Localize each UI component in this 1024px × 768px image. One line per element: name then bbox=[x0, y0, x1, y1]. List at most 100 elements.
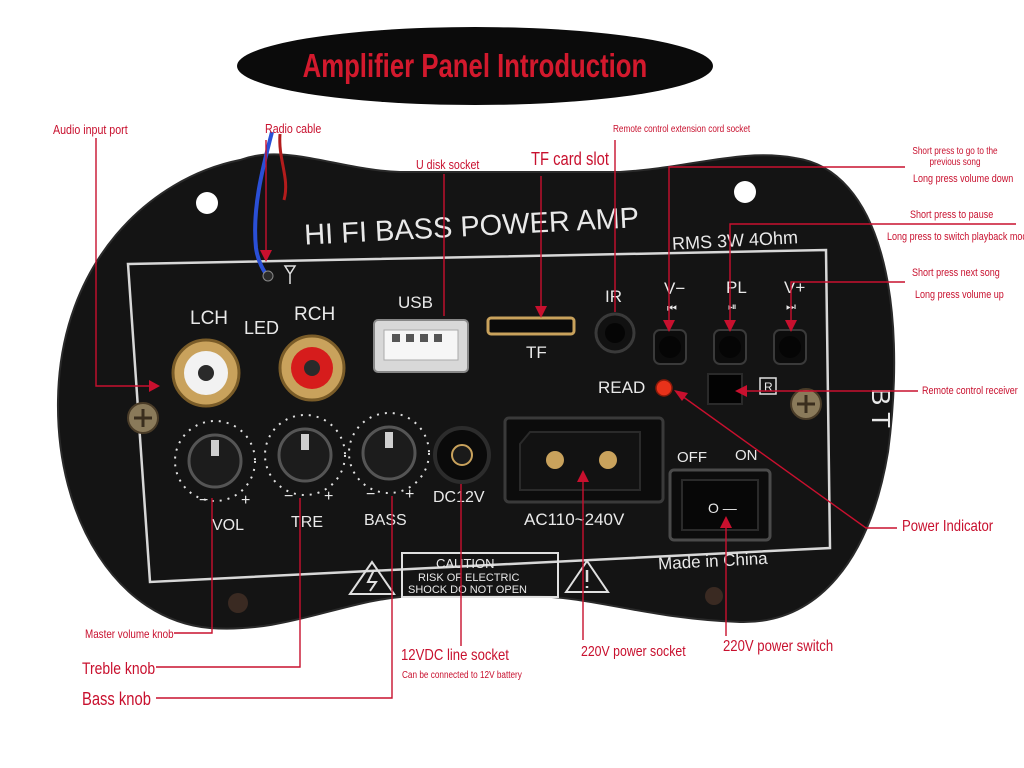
callout-pause-long: Long press to switch playback mode bbox=[887, 231, 1024, 243]
usb-label: USB bbox=[398, 293, 433, 312]
callout-tf-slot: TF card slot bbox=[531, 149, 609, 169]
callout-power-switch: 220V power switch bbox=[723, 638, 834, 655]
on-label: ON bbox=[735, 447, 758, 464]
master-volume-knob[interactable] bbox=[174, 420, 256, 502]
callout-treble: Treble knob bbox=[82, 659, 156, 678]
arrow-radio-cable bbox=[260, 250, 272, 262]
callout-u-disk: U disk socket bbox=[416, 157, 480, 172]
led-label: LED bbox=[244, 318, 279, 338]
callout-next-long: Long press volume up bbox=[915, 289, 1004, 301]
screw-right bbox=[790, 388, 822, 420]
warning-triangle-right-icon bbox=[564, 559, 610, 593]
caution-line2: SHOCK DO NOT OPEN bbox=[408, 584, 527, 596]
arrow-power-switch bbox=[720, 516, 732, 528]
arrow-power-indicator bbox=[674, 390, 688, 401]
leader-audio-input bbox=[95, 138, 150, 387]
caution-title: CAUTION bbox=[436, 556, 495, 571]
callout-radio-cable: Radio cable bbox=[265, 121, 322, 136]
leader-treble bbox=[156, 498, 301, 668]
callout-prev-long: Long press volume down bbox=[913, 173, 1014, 185]
r-mark-box bbox=[759, 377, 777, 395]
mounting-hole-bottom-left bbox=[228, 593, 248, 613]
play-pause-glyph: ⏯ bbox=[728, 301, 737, 313]
arrow-remote-receiver bbox=[735, 385, 747, 397]
arrow-pause bbox=[724, 320, 736, 332]
off-label: OFF bbox=[677, 449, 707, 466]
ac-range-label: AC110~240V bbox=[524, 510, 625, 529]
leader-master-volume bbox=[174, 498, 213, 634]
usb-socket[interactable] bbox=[373, 319, 469, 373]
ac-power-socket[interactable] bbox=[503, 416, 665, 504]
audio-input-jack-white[interactable] bbox=[171, 338, 241, 408]
radio-cable-wire-red bbox=[278, 133, 288, 201]
callout-prev-short: Short press to go to the previous song bbox=[912, 146, 998, 168]
tf-label: TF bbox=[526, 343, 547, 362]
radio-cable-entry bbox=[262, 270, 274, 282]
mounting-hole-left bbox=[196, 192, 218, 214]
leader-power-indicator bbox=[681, 395, 897, 529]
caution-line1: RISK OF ELECTRIC bbox=[418, 572, 520, 584]
treble-knob[interactable] bbox=[264, 414, 346, 496]
dc12v-label: DC12V bbox=[433, 489, 485, 506]
bt-label: B T bbox=[866, 388, 896, 428]
callout-power-indicator: Power Indicator bbox=[902, 518, 994, 535]
vol-minus: − bbox=[199, 492, 208, 509]
v-plus-label: V+ bbox=[784, 278, 805, 297]
callout-pause-short: Short press to pause bbox=[910, 209, 994, 221]
read-label: READ bbox=[598, 378, 645, 397]
callout-remote-ext: Remote control extension cord socket bbox=[613, 124, 751, 135]
screw-left bbox=[127, 402, 159, 434]
mounting-hole-bottom-right bbox=[705, 587, 723, 605]
inner-frame bbox=[126, 248, 832, 584]
warning-triangle-left-icon bbox=[348, 560, 396, 595]
radio-cable-wire-blue bbox=[253, 131, 274, 278]
bass-plus: + bbox=[405, 486, 414, 503]
r-mark: R bbox=[764, 380, 773, 394]
prev-glyph: ⏮ bbox=[667, 303, 677, 315]
switch-mark: O — bbox=[708, 500, 737, 516]
bass-label: BASS bbox=[364, 512, 407, 529]
power-indicator-led bbox=[655, 379, 673, 397]
bass-knob[interactable] bbox=[348, 412, 430, 494]
prev-volume-down-button[interactable] bbox=[653, 329, 687, 365]
callout-audio-input: Audio input port bbox=[53, 122, 128, 137]
v-minus-label: V− bbox=[664, 279, 685, 298]
arrow-next bbox=[785, 320, 797, 332]
arrow-tf bbox=[535, 306, 547, 318]
audio-input-jack-red[interactable] bbox=[278, 334, 346, 402]
leader-pause bbox=[729, 223, 1016, 322]
leader-bass bbox=[156, 496, 393, 699]
dc-12v-socket[interactable] bbox=[433, 426, 491, 484]
play-pause-button[interactable] bbox=[713, 329, 747, 365]
rch-label: RCH bbox=[294, 304, 335, 325]
tre-label: TRE bbox=[291, 514, 323, 531]
tre-minus: − bbox=[284, 488, 293, 505]
power-rocker-switch[interactable] bbox=[668, 468, 772, 542]
ir-receiver-window bbox=[707, 373, 743, 405]
callout-bass: Bass knob bbox=[82, 689, 151, 709]
leader-next bbox=[790, 281, 905, 322]
callout-next-short: Short press next song bbox=[912, 267, 1000, 279]
leader-prev bbox=[668, 166, 905, 322]
arrow-prev bbox=[663, 320, 675, 332]
pl-label: PL bbox=[726, 278, 747, 297]
ir-label: IR bbox=[605, 287, 622, 306]
callout-dc-socket: 12VDC line socket bbox=[401, 647, 509, 664]
remote-extension-socket[interactable] bbox=[594, 312, 636, 354]
arrow-audio-input bbox=[149, 380, 160, 392]
callout-power-socket: 220V power socket bbox=[581, 643, 686, 660]
tf-card-slot[interactable] bbox=[486, 316, 576, 336]
mounting-hole-right bbox=[734, 181, 756, 203]
next-volume-up-button[interactable] bbox=[773, 329, 807, 365]
bass-minus: − bbox=[366, 486, 375, 503]
caution-label: CAUTION RISK OF ELECTRIC SHOCK DO NOT OP… bbox=[401, 552, 559, 598]
callout-remote-receiver: Remote control receiver bbox=[922, 385, 1018, 397]
tre-plus: + bbox=[324, 488, 333, 505]
vol-label: VOL bbox=[212, 517, 244, 534]
lch-label: LCH bbox=[190, 308, 228, 329]
page-title: Amplifier Panel Introduction bbox=[302, 47, 648, 84]
callout-dc-note: Can be connected to 12V battery bbox=[402, 670, 522, 681]
callout-master-volume: Master volume knob bbox=[85, 627, 174, 641]
antenna-icon bbox=[283, 265, 297, 284]
